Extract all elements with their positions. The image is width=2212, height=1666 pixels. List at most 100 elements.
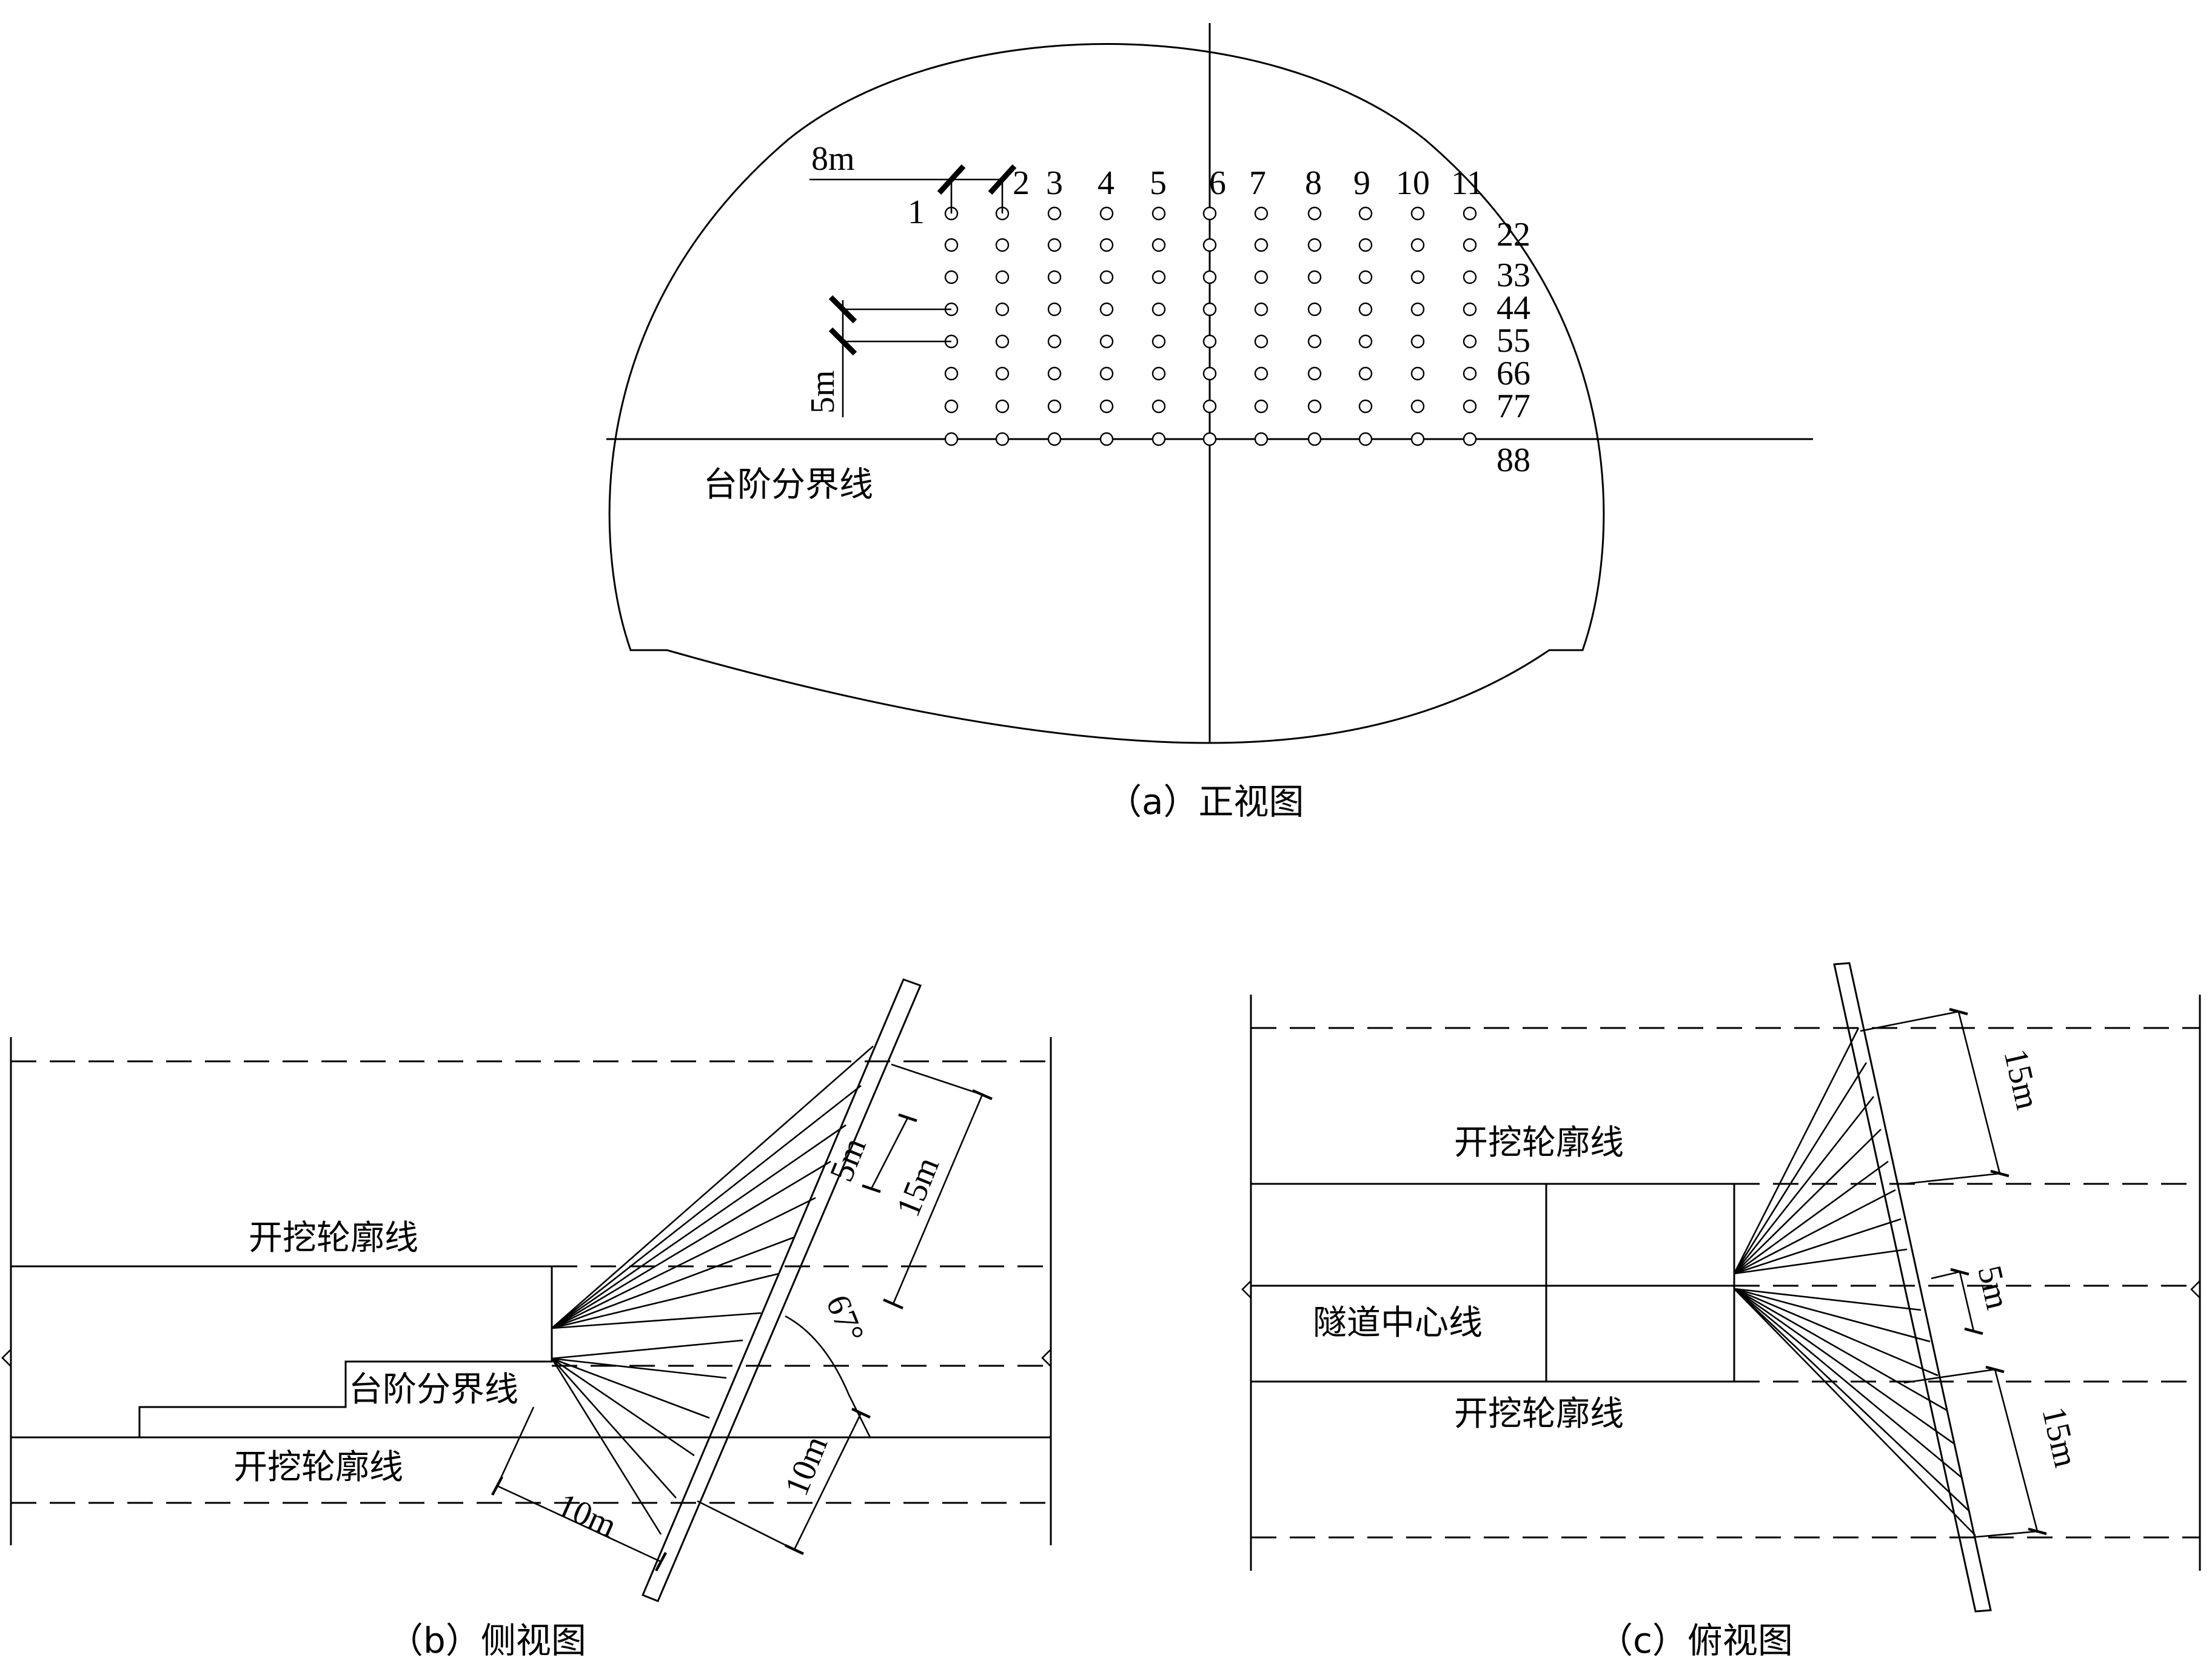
side-borehole [551, 1272, 780, 1329]
borehole [1047, 432, 1062, 446]
borehole-grid [944, 206, 1477, 446]
borehole [1463, 432, 1477, 446]
side-dim-5m-label: 5m [823, 1132, 874, 1187]
top-dim-15m-lower-ext-1 [1903, 1368, 1996, 1384]
side-borehole [551, 1046, 874, 1329]
borehole [1307, 238, 1322, 252]
borehole [1099, 270, 1114, 284]
borehole [1099, 302, 1114, 317]
top-dim-15m-upper-tick-2 [1990, 1169, 2009, 1178]
row-label: 44 [1496, 289, 1530, 327]
top-borehole [1734, 1160, 1889, 1275]
top-boundary-plane [1833, 962, 1992, 1613]
column-label: 1 [908, 193, 925, 231]
borehole [1202, 238, 1217, 252]
col-dimension-tick-1 [937, 164, 966, 195]
borehole [1410, 238, 1425, 252]
borehole [1254, 206, 1269, 221]
side-dim-10m-diag [793, 1412, 862, 1550]
side-borehole [551, 1312, 762, 1329]
borehole [1151, 399, 1166, 414]
side-borehole [551, 1357, 710, 1419]
borehole [1307, 334, 1322, 349]
side-dim-15m-tick-2 [883, 1298, 903, 1310]
top-dim-15m-upper-ext-2 [1903, 1172, 2000, 1185]
borehole [1047, 270, 1062, 284]
side-dim-15m-label: 15m [890, 1152, 947, 1222]
side-borehole [551, 1357, 727, 1379]
col-dimension-tick-2 [988, 164, 1017, 195]
column-label: 8 [1305, 164, 1322, 202]
column-label: 4 [1098, 164, 1114, 202]
borehole [1358, 366, 1373, 381]
top-dim-5m-ext [1931, 1271, 1960, 1280]
borehole [1410, 302, 1425, 317]
side-borehole [551, 1358, 662, 1535]
side-dim-10m-bottom [497, 1485, 662, 1563]
row-label: 33 [1496, 257, 1530, 294]
borehole [1202, 432, 1217, 446]
borehole [1463, 399, 1477, 414]
top-dim-15m-lower [1994, 1369, 2039, 1532]
front-view: 8m 5m 台阶分界线 （a）正视图 [606, 23, 1813, 822]
borehole [1151, 302, 1166, 317]
side-borehole [551, 1124, 846, 1329]
borehole [1254, 366, 1269, 381]
borehole [1410, 270, 1425, 284]
borehole [1151, 270, 1166, 284]
side-dim-10m-bottom-ext [496, 1406, 535, 1486]
side-borehole [551, 1339, 743, 1360]
borehole [1410, 366, 1425, 381]
break-mark-left [1, 1349, 12, 1367]
top-break-mark-right [2190, 1280, 2200, 1298]
side-view: 5m 15m 67° 10m 10m 开挖轮廓线 台阶分界线 开挖轮廓线 （b）… [1, 978, 1052, 1661]
borehole [1463, 270, 1477, 284]
borehole [1202, 366, 1217, 381]
top-dim-15m-lower-tick-1 [1985, 1365, 2005, 1374]
top-upper-contour-label: 开挖轮廓线 [1454, 1123, 1624, 1163]
borehole [1047, 206, 1062, 221]
top-borehole [1733, 1062, 1868, 1274]
borehole [995, 399, 1010, 414]
borehole [1307, 206, 1322, 221]
tunnel-outline [608, 43, 1605, 744]
side-dim-5m-tick-1 [898, 1113, 917, 1123]
borehole [1099, 432, 1114, 446]
column-label: 5 [1150, 164, 1167, 202]
top-dim-15m-lower-tick-2 [2028, 1527, 2047, 1536]
top-borehole [1734, 1189, 1896, 1275]
borehole [1463, 366, 1477, 381]
borehole [995, 270, 1010, 284]
top-borehole [1734, 1288, 1963, 1479]
borehole [995, 334, 1010, 349]
side-borehole [551, 1357, 695, 1457]
borehole [944, 399, 959, 414]
top-borehole [1734, 1288, 1976, 1536]
top-lower-contour-label: 开挖轮廓线 [1454, 1394, 1624, 1434]
row-spacing-label: 5m [804, 370, 842, 414]
top-dim-5m-tick-2 [1964, 1327, 1983, 1335]
borehole [995, 366, 1010, 381]
top-borehole [1734, 1218, 1902, 1275]
borehole [1254, 334, 1269, 349]
top-dim-5m-label: 5m [1970, 1262, 2017, 1313]
borehole [1307, 302, 1322, 317]
borehole [1358, 334, 1373, 349]
side-angle-arc [785, 1315, 871, 1438]
top-dim-15m-upper-tick-1 [1949, 1007, 1968, 1016]
top-borehole [1734, 1288, 1954, 1445]
borehole [995, 302, 1010, 317]
row-dimension-tick-2 [828, 327, 857, 356]
side-dim-10m-bottom-label: 10m [552, 1486, 622, 1545]
borehole [1047, 334, 1062, 349]
borehole [1463, 334, 1477, 349]
top-dim-15m-lower-ext-2 [1970, 1530, 2038, 1539]
borehole [1254, 302, 1269, 317]
top-borehole [1734, 1248, 1908, 1275]
borehole [1358, 270, 1373, 284]
column-label: 10 [1396, 164, 1430, 202]
side-dim-10m-diag-tick-2 [785, 1543, 804, 1556]
top-borehole [1734, 1288, 1947, 1411]
